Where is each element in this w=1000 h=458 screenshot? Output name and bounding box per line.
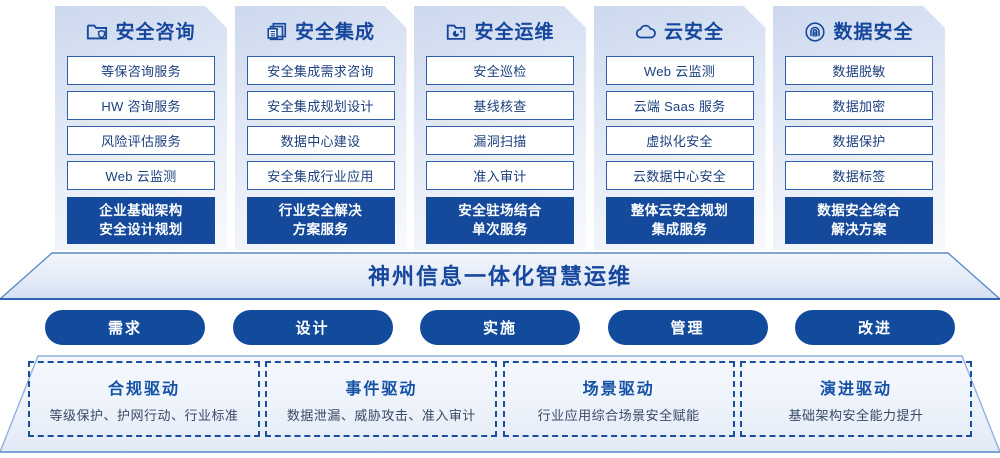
- driver-subtitle: 基础架构安全能力提升: [788, 407, 924, 423]
- banner-outline: [0, 252, 1000, 300]
- column-summary-line: 安全设计规划: [99, 221, 183, 237]
- column-header: 安全集成: [247, 10, 395, 54]
- column-header: 安全运维: [426, 10, 574, 54]
- column-summary-line: 集成服务: [651, 221, 708, 237]
- phase-pill-implementation[interactable]: 实施: [420, 310, 580, 345]
- column-summary-line: 行业安全解决: [278, 203, 363, 219]
- column-item[interactable]: 风险评估服务: [67, 126, 215, 155]
- column-item[interactable]: 基线核查: [426, 91, 574, 120]
- column-title: 安全集成: [294, 21, 375, 43]
- column-title: 安全咨询: [115, 21, 196, 43]
- banner-shape: [0, 252, 1000, 300]
- column-item[interactable]: 安全集成行业应用: [247, 161, 395, 190]
- column-title: 云安全: [663, 21, 724, 43]
- column-summary-line: 单次服务: [472, 221, 528, 237]
- driver-title: 场景驱动: [582, 380, 655, 398]
- phase-pill-requirements[interactable]: 需求: [45, 310, 205, 345]
- column-item[interactable]: HW 咨询服务: [67, 91, 215, 120]
- column-item-list: 安全集成需求咨询 安全集成规划设计 数据中心建设 安全集成行业应用: [247, 56, 395, 190]
- capability-column-security-operations[interactable]: 安全运维 安全巡检 基线核查 漏洞扫描 准入审计 安全驻场结合 单次服务: [414, 6, 586, 250]
- column-item[interactable]: 准入审计: [426, 161, 574, 190]
- column-item[interactable]: 云数据中心安全: [606, 161, 754, 190]
- column-item[interactable]: 安全集成规划设计: [247, 91, 395, 120]
- column-item[interactable]: Web 云监测: [606, 56, 754, 85]
- phase-pill-improvement[interactable]: 改进: [795, 310, 955, 345]
- column-item[interactable]: 数据脱敏: [785, 56, 933, 85]
- column-summary[interactable]: 行业安全解决 方案服务: [247, 197, 395, 244]
- fingerprint-icon: [804, 21, 826, 43]
- driver-subtitle: 行业应用综合场景安全赋能: [537, 407, 700, 423]
- column-item[interactable]: 数据标签: [785, 161, 933, 190]
- column-item[interactable]: Web 云监测: [67, 161, 215, 190]
- platform-banner: 神州信息一体化智慧运维: [0, 252, 1000, 302]
- column-summary-line: 解决方案: [831, 221, 887, 237]
- driver-card-incident[interactable]: 事件驱动 数据泄漏、威胁攻击、准入审计: [265, 361, 498, 437]
- capability-column-cloud-security[interactable]: 云安全 Web 云监测 云端 Saas 服务 虚拟化安全 云数据中心安全 整体云…: [594, 6, 766, 250]
- driver-title: 事件驱动: [345, 380, 418, 398]
- column-summary[interactable]: 安全驻场结合 单次服务: [426, 197, 574, 244]
- column-item-list: 安全巡检 基线核查 漏洞扫描 准入审计: [426, 56, 574, 190]
- column-item[interactable]: 安全巡检: [426, 56, 574, 85]
- column-summary-line: 数据安全综合: [817, 203, 901, 219]
- folder-chart-icon: [445, 21, 467, 43]
- column-summary-line: 企业基础架构: [99, 203, 183, 219]
- driver-subtitle: 数据泄漏、威胁攻击、准入审计: [286, 407, 476, 423]
- column-item-list: Web 云监测 云端 Saas 服务 虚拟化安全 云数据中心安全: [606, 56, 754, 190]
- capability-column-data-security[interactable]: 数据安全 数据脱敏 数据加密 数据保护 数据标签 数据安全综合 解决方案: [773, 6, 945, 250]
- column-item-list: 数据脱敏 数据加密 数据保护 数据标签: [785, 56, 933, 190]
- capability-columns: 安全咨询 等保咨询服务 HW 咨询服务 风险评估服务 Web 云监测 企业基础架…: [0, 6, 1000, 254]
- cloud-icon: [635, 21, 657, 43]
- column-header: 安全咨询: [67, 10, 215, 54]
- column-summary-line: 整体云安全规划: [630, 203, 729, 219]
- driver-card-scenario[interactable]: 场景驱动 行业应用综合场景安全赋能: [502, 361, 735, 437]
- documents-stack-icon: [266, 21, 288, 43]
- lifecycle-phases: 需求 设计 实施 管理 改进: [0, 310, 1000, 345]
- driver-title: 演进驱动: [819, 380, 892, 398]
- driver-card-evolution[interactable]: 演进驱动 基础架构安全能力提升: [739, 361, 972, 437]
- base-baseline: [0, 451, 1000, 453]
- folder-shield-icon: [86, 21, 108, 43]
- column-item[interactable]: 漏洞扫描: [426, 126, 574, 155]
- base-outline: [0, 355, 1000, 453]
- column-summary[interactable]: 企业基础架构 安全设计规划: [67, 197, 215, 244]
- column-item[interactable]: 数据加密: [785, 91, 933, 120]
- column-header: 数据安全: [785, 10, 933, 54]
- column-item[interactable]: 数据中心建设: [247, 126, 395, 155]
- phase-pill-management[interactable]: 管理: [607, 310, 768, 345]
- driver-title: 合规驱动: [107, 380, 180, 398]
- column-summary[interactable]: 数据安全综合 解决方案: [785, 197, 933, 244]
- column-item[interactable]: 数据保护: [785, 126, 933, 155]
- drivers-base: 合规驱动 等级保护、护网行动、行业标准 事件驱动 数据泄漏、威胁攻击、准入审计 …: [0, 355, 1000, 455]
- banner-title: 神州信息一体化智慧运维: [367, 264, 632, 289]
- phase-pill-design[interactable]: 设计: [232, 310, 393, 345]
- column-header: 云安全: [606, 10, 754, 54]
- column-item[interactable]: 安全集成需求咨询: [247, 56, 395, 85]
- capability-column-security-consulting[interactable]: 安全咨询 等保咨询服务 HW 咨询服务 风险评估服务 Web 云监测 企业基础架…: [55, 6, 227, 250]
- column-summary-line: 方案服务: [292, 221, 349, 237]
- capability-column-security-integration[interactable]: 安全集成 安全集成需求咨询 安全集成规划设计 数据中心建设 安全集成行业应用 行…: [235, 6, 407, 250]
- column-title: 数据安全: [833, 21, 914, 43]
- banner-baseline: [0, 298, 1000, 300]
- column-item[interactable]: 云端 Saas 服务: [606, 91, 754, 120]
- column-summary-line: 安全驻场结合: [458, 203, 542, 219]
- column-title: 安全运维: [474, 21, 555, 43]
- column-summary[interactable]: 整体云安全规划 集成服务: [606, 197, 754, 244]
- column-item[interactable]: 等保咨询服务: [67, 56, 215, 85]
- driver-subtitle: 等级保护、护网行动、行业标准: [49, 407, 239, 423]
- column-item[interactable]: 虚拟化安全: [606, 126, 754, 155]
- driver-card-compliance[interactable]: 合规驱动 等级保护、护网行动、行业标准: [28, 361, 260, 437]
- driver-list: 合规驱动 等级保护、护网行动、行业标准 事件驱动 数据泄漏、威胁攻击、准入审计 …: [0, 361, 1000, 437]
- column-item-list: 等保咨询服务 HW 咨询服务 风险评估服务 Web 云监测: [67, 56, 215, 190]
